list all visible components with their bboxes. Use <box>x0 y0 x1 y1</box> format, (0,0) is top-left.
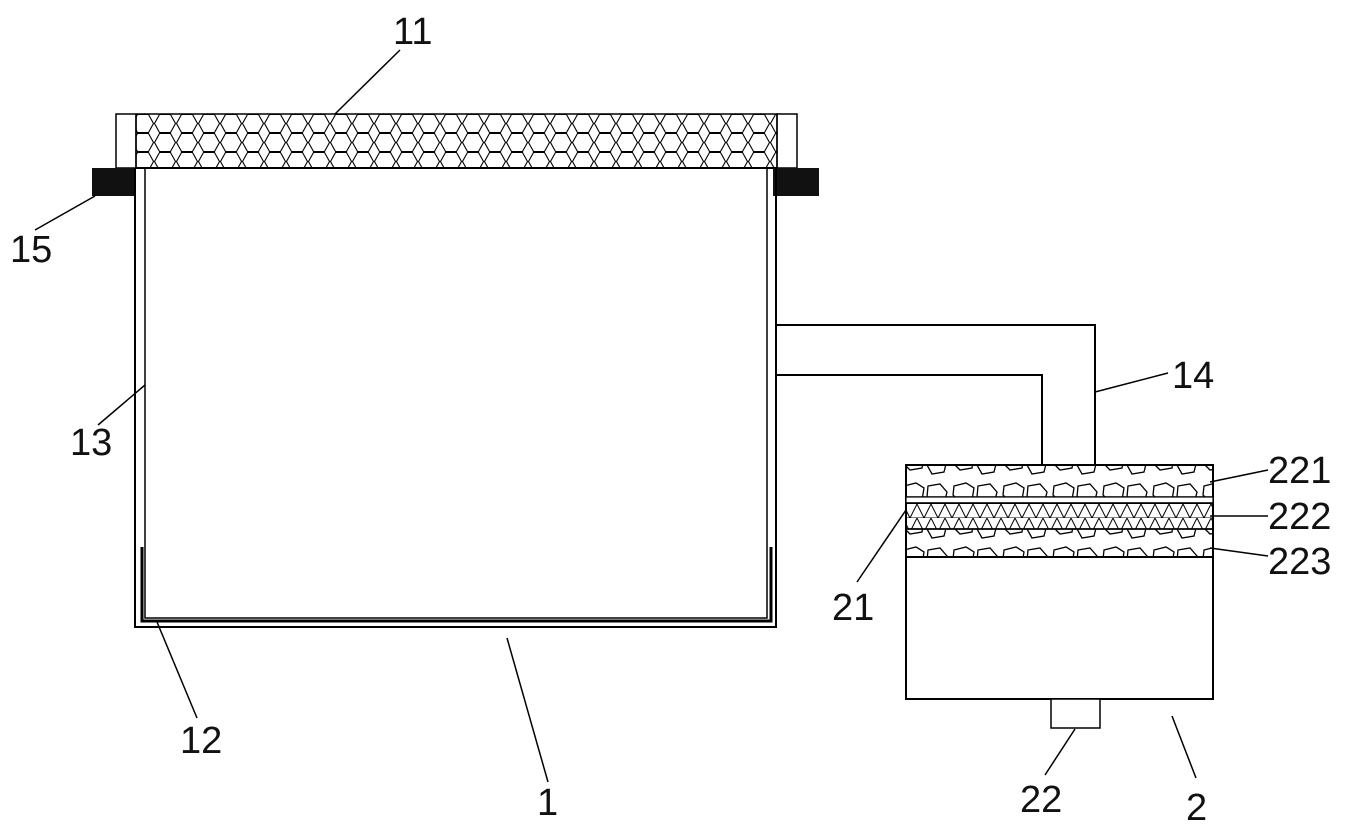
pipe-inner <box>776 374 1043 465</box>
leader-11 <box>334 49 401 115</box>
leader-lines <box>34 49 1269 783</box>
leader-1 <box>506 637 549 783</box>
label-221: 221 <box>1268 450 1331 492</box>
layer-221 <box>905 464 1214 498</box>
mount-block-left <box>92 168 136 196</box>
leader-15 <box>34 195 96 231</box>
collar-right-post <box>776 113 798 169</box>
label-22: 22 <box>1020 779 1062 821</box>
bottom-liner <box>140 547 773 623</box>
label-2: 2 <box>1186 787 1207 829</box>
top-mesh <box>135 113 778 169</box>
label-21: 21 <box>832 587 874 629</box>
inner-wall <box>144 168 768 619</box>
layer-222 <box>905 502 1214 530</box>
main-container <box>92 113 819 628</box>
label-12: 12 <box>180 720 222 762</box>
layer-221-thin-band <box>905 496 1214 504</box>
leader-14 <box>1094 372 1169 393</box>
label-222: 222 <box>1268 496 1331 538</box>
filter-box <box>905 464 1214 729</box>
outer-wall <box>134 168 777 628</box>
leader-223 <box>1209 547 1269 557</box>
mount-block-right <box>773 168 819 196</box>
pipe-outer <box>776 324 1096 465</box>
label-223: 223 <box>1268 541 1331 583</box>
label-14: 14 <box>1172 355 1214 397</box>
leader-2 <box>1171 715 1197 779</box>
reference-labels: 11 15 13 12 1 14 221 222 223 21 22 2 <box>10 11 1331 829</box>
label-13: 13 <box>70 422 112 464</box>
layer-223 <box>905 528 1214 558</box>
connecting-pipe <box>776 324 1096 465</box>
leader-21 <box>856 509 907 583</box>
leader-22 <box>1044 728 1076 776</box>
outlet <box>1050 698 1101 729</box>
label-1: 1 <box>537 782 558 824</box>
leader-221 <box>1209 469 1269 483</box>
collar-left-post <box>115 113 137 169</box>
leader-12 <box>156 621 198 719</box>
leader-13 <box>97 384 146 426</box>
label-11: 11 <box>393 11 432 53</box>
label-15: 15 <box>10 229 52 271</box>
